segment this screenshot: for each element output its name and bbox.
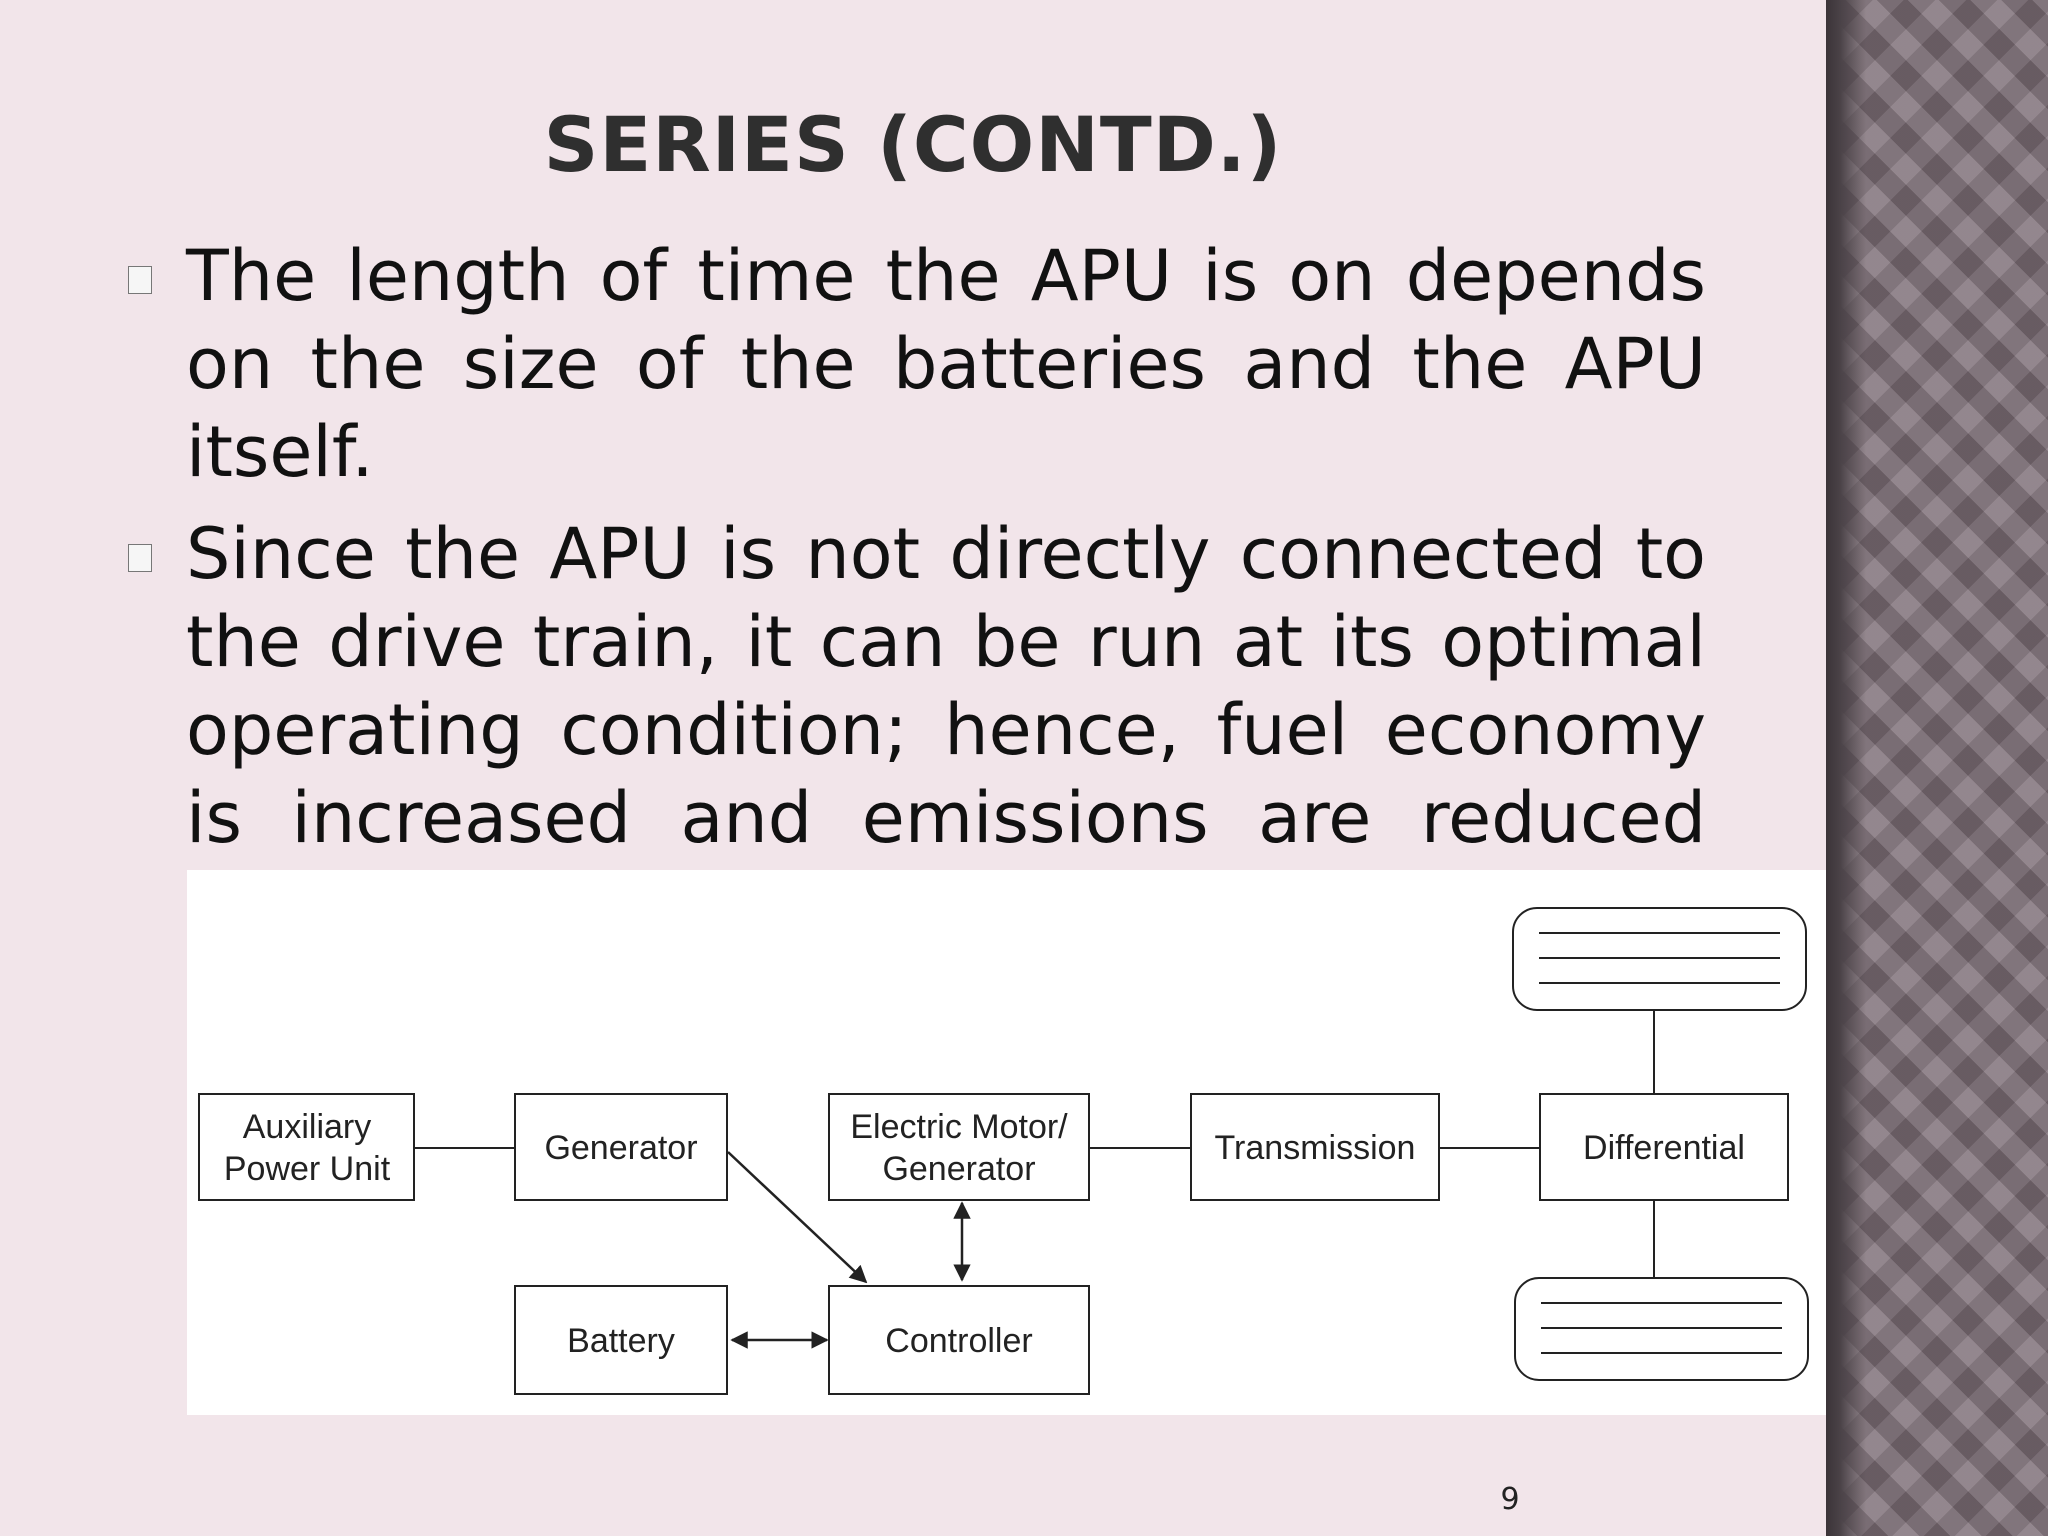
top-wheel-icon xyxy=(1512,907,1807,1011)
apu-label-line1: Auxiliary xyxy=(243,1108,371,1146)
transmission-box xyxy=(1190,1093,1440,1201)
controller-label: Controller xyxy=(885,1322,1032,1360)
motor-generator-box xyxy=(828,1093,1090,1201)
transmission-label: Transmission xyxy=(1215,1129,1416,1167)
apu-label-line2: Power Unit xyxy=(224,1150,391,1188)
controller-box xyxy=(828,1285,1090,1395)
generator-controller-arrow xyxy=(727,1151,868,1284)
bullet-item: The length of time the APU is on depends… xyxy=(128,232,1706,496)
generator-box xyxy=(514,1093,728,1201)
page-number: 9 xyxy=(1500,1482,1520,1517)
decorative-sidebar xyxy=(1826,0,2048,1536)
bottom-wheel-icon xyxy=(1514,1277,1809,1381)
motor-label-line2: Generator xyxy=(882,1150,1035,1188)
apu-box xyxy=(198,1093,415,1201)
bullet-box-icon xyxy=(128,266,152,294)
battery-box xyxy=(514,1285,728,1395)
differential-label: Differential xyxy=(1583,1129,1745,1167)
battery-label: Battery xyxy=(567,1322,675,1360)
bullet-box-icon xyxy=(128,544,152,572)
bullet-list: The length of time the APU is on depends… xyxy=(128,232,1706,964)
motor-label-line1: Electric Motor/ xyxy=(850,1108,1068,1146)
slide-title: SERIES (CONTD.) xyxy=(543,100,1283,189)
differential-box xyxy=(1539,1093,1789,1201)
series-hybrid-diagram: Auxiliary Power Unit Generator Electric … xyxy=(187,870,1826,1415)
generator-label: Generator xyxy=(544,1129,697,1167)
bullet-text: The length of time the APU is on depends… xyxy=(186,235,1706,493)
